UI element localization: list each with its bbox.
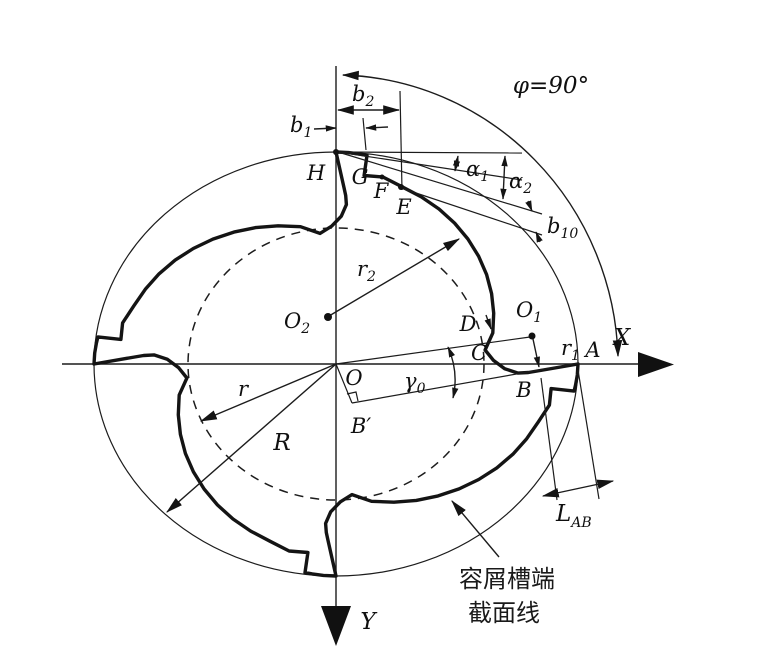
label-gamma0: γ0 (404, 369, 426, 397)
label-point-H: H (306, 161, 326, 185)
label-x-axis: X (612, 325, 632, 351)
label-b1: b1 (290, 113, 312, 141)
label-point-Bprime: B′ (350, 414, 371, 438)
label-point-O: O (345, 366, 362, 390)
point-O2-dot (324, 313, 332, 321)
alpha2-face-line (337, 151, 543, 215)
gamma0-angle-arrow (447, 346, 459, 399)
label-LAB: LAB (555, 501, 592, 531)
b10-arrow-top (525, 200, 533, 212)
r2-radius-arrow (328, 238, 461, 317)
b1-arrow-right (365, 124, 389, 131)
b10-arrow-bottom (535, 231, 543, 243)
point-H-dot (333, 149, 339, 155)
x-axis-arrowhead (638, 352, 674, 377)
rake-face-line (351, 362, 580, 404)
label-point-D: D (459, 312, 477, 336)
label-r2: r2 (357, 257, 376, 285)
alpha1-measure-arrow (452, 155, 461, 172)
point-F-dot (379, 174, 385, 180)
b1-arrow-left (313, 125, 337, 132)
b10-face-line (400, 187, 543, 236)
label-point-E: E (395, 195, 411, 219)
label-radius-r: r (238, 377, 250, 401)
point-O1-dot (528, 332, 536, 340)
R-radius-arrow (166, 363, 337, 513)
label-O2: O2 (284, 309, 310, 337)
y-axis-arrowhead (321, 606, 351, 646)
alpha2-measure-arrow (500, 155, 508, 200)
point-D-arrow (484, 314, 492, 330)
b1-extension-tick (362, 117, 367, 151)
label-b10: b10 (547, 214, 578, 242)
label-point-A: A (583, 338, 600, 362)
point-E-dot (398, 184, 404, 190)
O-to-Bprime-line (335, 363, 353, 404)
phi-90-arc (341, 70, 623, 358)
O-to-O1-line (335, 336, 531, 365)
label-y-axis: Y (360, 609, 378, 635)
right-angle-mark (346, 391, 359, 402)
annotation-line1: 容屑槽端 (459, 565, 555, 593)
label-point-C: C (471, 341, 487, 365)
alpha1-face-line (337, 151, 523, 181)
label-alpha2: α2 (509, 169, 532, 197)
label-O1: O1 (516, 298, 542, 326)
annotation-line2: 截面线 (468, 599, 540, 627)
label-point-B: B (515, 378, 531, 402)
LAB-dimension-line (541, 479, 615, 498)
label-phi: φ=90° (513, 73, 589, 99)
r1-radius-arrow (532, 338, 540, 368)
r-radius-arrow (199, 363, 337, 422)
annotation-leader-arrow (451, 500, 500, 558)
b2-extension-line (399, 90, 403, 191)
label-point-G: G (352, 165, 369, 189)
label-point-F: F (373, 179, 390, 203)
label-b2: b2 (352, 82, 374, 110)
horizontal-reference-line (337, 151, 523, 154)
cutter-outline (92, 150, 580, 578)
LAB-extension-line-A (577, 369, 600, 500)
label-r1: r1 (561, 336, 580, 364)
label-alpha1: α1 (466, 157, 489, 185)
label-radius-R: R (272, 430, 290, 456)
